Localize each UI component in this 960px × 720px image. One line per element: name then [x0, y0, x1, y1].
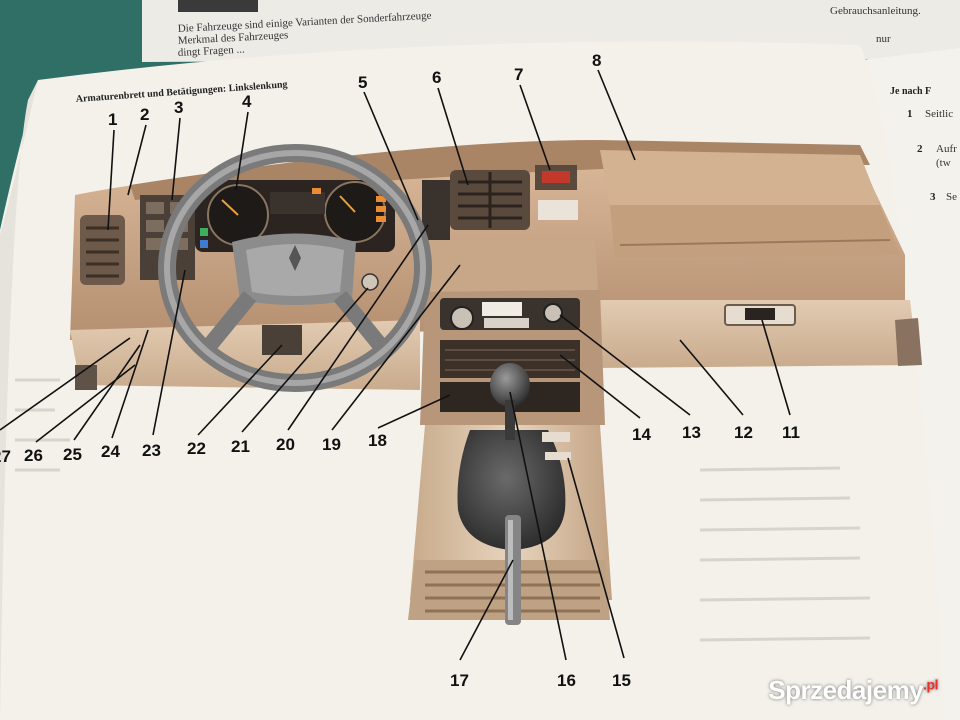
top-sheet-line-4: nur — [876, 33, 891, 45]
callout-14: 14 — [632, 425, 651, 444]
right-item-num-1: 1 — [907, 108, 913, 120]
top-sheet-line-3: dingt Fragen ... — [178, 43, 246, 58]
watermark: Sprzedajemy.pl — [768, 675, 938, 706]
right-item-text-3: (tw — [936, 157, 951, 169]
callout-12: 12 — [734, 423, 753, 442]
top-sheet-line-5: Gebrauchsanleitung. — [830, 5, 921, 17]
callout-19: 19 — [322, 435, 341, 454]
callout-2: 2 — [140, 105, 149, 124]
right-item-num-2: 2 — [917, 143, 923, 155]
callout-24: 24 — [101, 442, 120, 461]
callout-21: 21 — [231, 437, 250, 456]
callout-1: 1 — [108, 110, 117, 129]
callout-11: 11 — [782, 423, 800, 442]
callout-13: 13 — [682, 423, 701, 442]
callout-17: 17 — [450, 671, 469, 690]
callout-3: 3 — [174, 98, 183, 117]
callout-26: 26 — [24, 446, 43, 465]
callout-20: 20 — [276, 435, 295, 454]
callout-15: 15 — [612, 671, 631, 690]
right-item-text-2: Aufr — [936, 143, 957, 155]
callout-6: 6 — [432, 68, 441, 87]
callout-18: 18 — [368, 431, 387, 450]
right-item-text-4: Se — [946, 191, 957, 203]
callout-25: 25 — [63, 445, 82, 464]
callout-16: 16 — [557, 671, 576, 690]
right-item-text-1: Seitlic — [925, 108, 953, 120]
callout-5: 5 — [358, 73, 367, 92]
right-item-num-3: 3 — [930, 191, 936, 203]
callout-4: 4 — [242, 92, 252, 111]
callout-22: 22 — [187, 439, 206, 458]
watermark-text: Sprzedajemy — [768, 675, 924, 705]
callout-27: 27 — [0, 447, 11, 466]
callout-8: 8 — [592, 51, 601, 70]
callout-23: 23 — [142, 441, 161, 460]
right-page-heading: Je nach F — [890, 86, 931, 97]
watermark-suffix: .pl — [923, 676, 938, 693]
top-sheet-line-2: Merkmal des Fahrzeuges — [178, 29, 289, 47]
callout-7: 7 — [514, 65, 523, 84]
